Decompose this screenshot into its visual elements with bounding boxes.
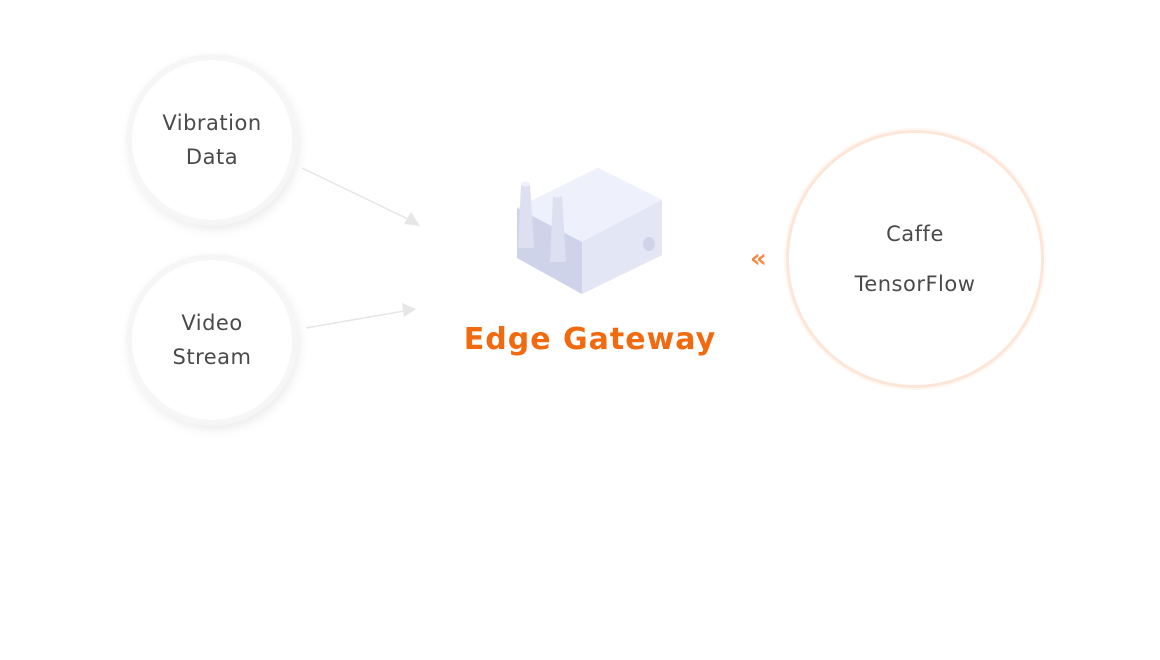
- arrow-video-to-gateway: [305, 303, 416, 329]
- framework-caffe: Caffe: [886, 222, 944, 246]
- node-label: Data: [185, 145, 239, 169]
- edge-gateway-label: Edge Gateway: [463, 322, 717, 357]
- node-label: Stream: [172, 345, 252, 369]
- node-label: Vibration: [162, 111, 262, 135]
- router-device-icon: [517, 168, 662, 294]
- double-chevron-left-icon: «: [750, 244, 767, 274]
- input-node-video-stream: Video Stream: [132, 260, 292, 420]
- arrow-vibration-to-gateway: [301, 167, 420, 226]
- framework-tensorflow: TensorFlow: [854, 272, 976, 296]
- input-node-vibration-data: Vibration Data: [132, 60, 292, 220]
- framework-node: Caffe TensorFlow: [786, 130, 1044, 388]
- node-label: Video: [181, 311, 243, 335]
